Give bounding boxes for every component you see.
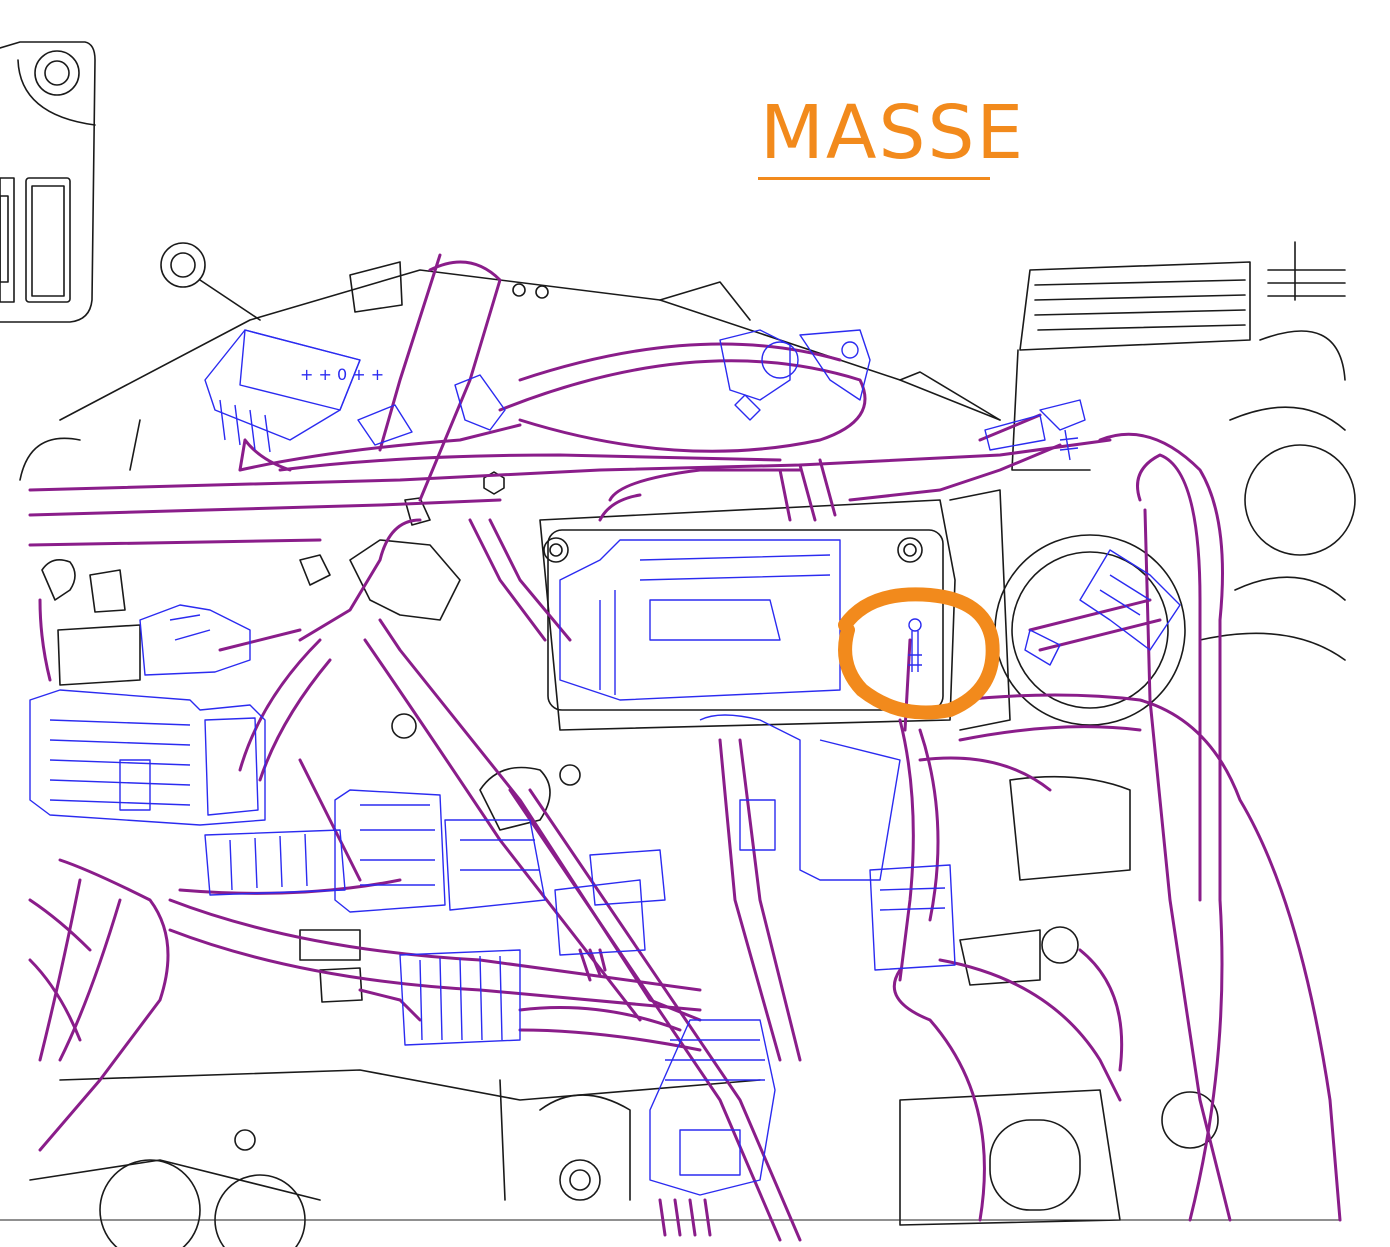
engine-outline	[0, 41, 1356, 1247]
lower-center-connectors	[399, 849, 956, 1046]
ring-terminal-icon	[908, 618, 922, 672]
wiring-harness	[28, 253, 1342, 1242]
fuse-box-outline	[0, 41, 96, 323]
intake-manifold-outline	[1011, 241, 1356, 661]
masse-label-underline	[758, 177, 990, 180]
injector-connector	[1024, 549, 1181, 666]
bracket-connector-top	[719, 329, 871, 421]
left-multi-connector	[29, 689, 266, 826]
left-sensor-connector	[139, 604, 251, 676]
svg-text:+ + 0 + +: + + 0 + +	[300, 365, 384, 384]
top-right-plug	[984, 414, 1046, 451]
circle-highlight-icon	[838, 587, 1000, 720]
bottom-plug-connector	[649, 1019, 776, 1196]
engine-body-outline	[0, 242, 1340, 1247]
throttle-connector	[559, 539, 901, 881]
electrical-connectors: + + 0 + +	[29, 329, 1181, 1196]
masse-label: MASSE	[760, 90, 1026, 176]
ground-bolt-right	[1039, 399, 1086, 461]
center-plug-connector	[204, 789, 546, 913]
relay-connector: + + 0 + +	[204, 329, 384, 453]
sensor-plug-top	[357, 374, 506, 446]
